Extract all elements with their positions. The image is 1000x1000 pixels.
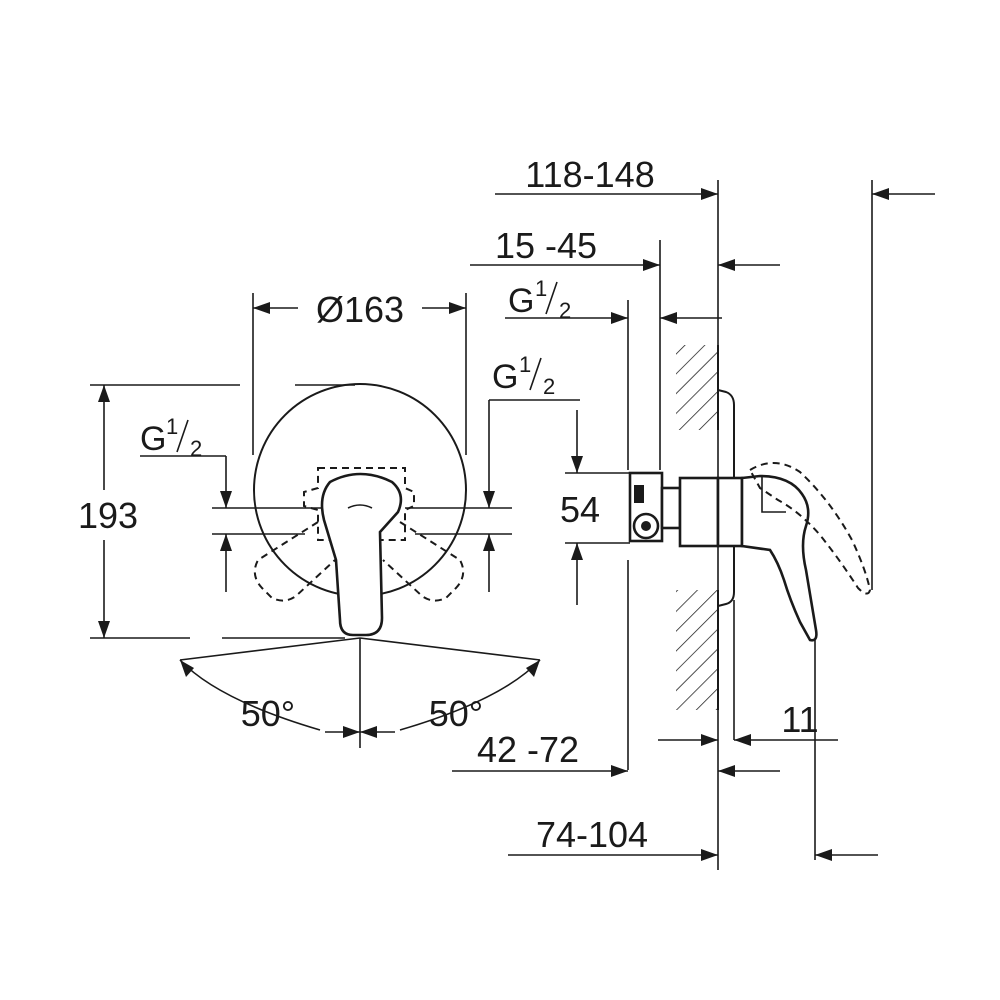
valve-body-side [628, 471, 744, 548]
diameter-label: Ø163 [316, 289, 404, 330]
outlet-spacing-label: 54 [560, 489, 600, 530]
total-depth-label: 118-148 [525, 154, 654, 195]
svg-text:1: 1 [535, 276, 547, 301]
lever-raised-dashed [748, 462, 872, 595]
svg-text:2: 2 [559, 298, 571, 323]
thread-right: G 1 2 [489, 352, 580, 401]
angle-right-label: 50° [429, 693, 483, 734]
thread-left: G 1 2 [140, 414, 226, 461]
side-view: 118-148 15 -45 G 1 2 54 11 [452, 154, 935, 870]
depth-74-104-label: 74-104 [536, 814, 648, 855]
svg-text:1: 1 [519, 352, 531, 377]
height-label: 193 [78, 495, 138, 536]
svg-text:2: 2 [543, 374, 555, 399]
front-view: Ø163 193 G 1 2 G 1 [78, 289, 580, 748]
svg-text:1: 1 [166, 414, 178, 439]
lever-handle-side [740, 474, 818, 642]
wall-hatch-bottom [676, 590, 718, 710]
rosette-thickness-label: 11 [781, 699, 818, 740]
svg-text:G: G [140, 420, 166, 458]
svg-text:G: G [508, 282, 534, 320]
angle-left-label: 50° [241, 693, 295, 734]
lever-handle-front [320, 472, 403, 637]
handle-swing-left [253, 521, 336, 602]
depth-42-72-label: 42 -72 [477, 729, 579, 770]
wall-hatch-top [676, 345, 718, 430]
install-depth-label: 15 -45 [495, 225, 597, 266]
thread-top: G 1 2 [508, 276, 571, 323]
cartridge-outline [303, 467, 415, 541]
handle-swing-right [382, 521, 465, 602]
svg-text:G: G [492, 358, 518, 396]
svg-text:2: 2 [190, 436, 202, 461]
